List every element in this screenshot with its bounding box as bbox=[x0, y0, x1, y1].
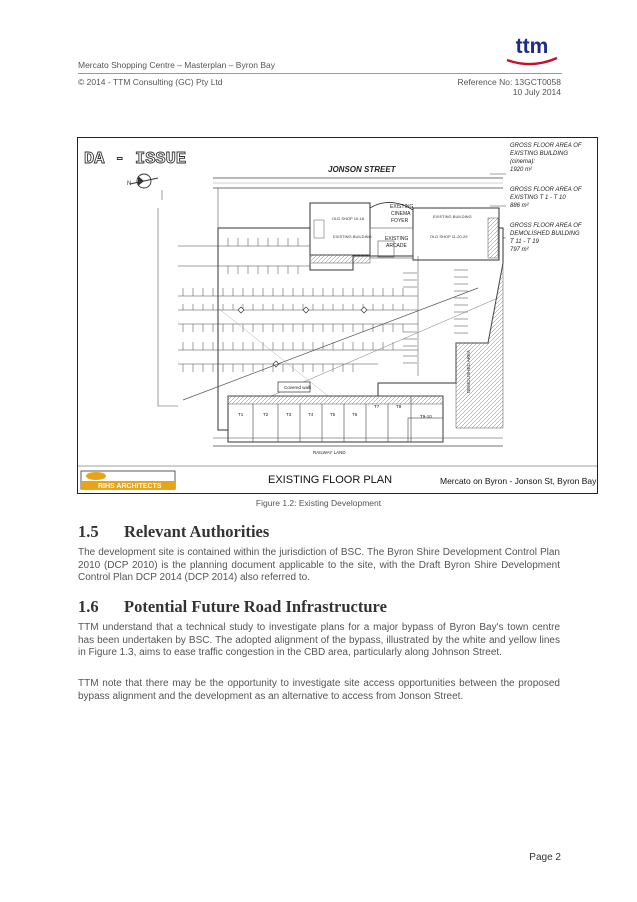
project-title: Mercato on Byron - Jonson St, Byron Bay bbox=[440, 476, 597, 486]
existing-floor-plan-figure: DA - ISSUE N JONSON STREET OLD bbox=[77, 137, 598, 494]
demolished-area-label: DEMOLISHED AREA bbox=[466, 350, 471, 393]
tenancy-3-label: T3 bbox=[286, 412, 292, 417]
arcade-label-1: EXISTING bbox=[385, 236, 408, 242]
paragraph-bypass-study: TTM understand that a technical study to… bbox=[78, 622, 560, 658]
note-3-line-1: GROSS FLOOR AREA OF bbox=[510, 223, 582, 229]
architect-logo: RIHS ARCHITECTS bbox=[80, 470, 176, 490]
logo-swoosh bbox=[506, 56, 558, 66]
note-3-line-3: T 11 - T 19 bbox=[510, 239, 540, 245]
note-1-line-1: GROSS FLOOR AREA OF bbox=[510, 143, 582, 149]
section-heading-1-6: 1.6 Potential Future Road Infrastructure bbox=[78, 597, 387, 617]
old-shop-b-label: OLD SHOP 11-20-29 bbox=[430, 234, 468, 239]
car-park bbox=[178, 238, 468, 376]
note-2-line-2: EXISTING T 1 - T 10 bbox=[510, 195, 566, 201]
svg-text:N: N bbox=[127, 181, 131, 187]
existing-building-group: OLD SHOP 10-18 EXISTING BUILDING EXISTIN… bbox=[309, 202, 500, 264]
tenancy-2-label: T2 bbox=[263, 412, 269, 417]
trees bbox=[237, 306, 368, 368]
section-title: Relevant Authorities bbox=[124, 522, 270, 541]
ttm-logo: ttm bbox=[506, 36, 558, 66]
north-arrow-icon: N bbox=[127, 173, 159, 189]
tenancy-4-label: T4 bbox=[308, 412, 314, 417]
da-issue-stamp: DA - ISSUE bbox=[84, 150, 186, 169]
paragraph-site-access: TTM note that there may be the opportuni… bbox=[78, 678, 560, 702]
figure-caption: Figure 1.2: Existing Development bbox=[255, 498, 382, 508]
reference-number: Reference No: 13GCT0058 bbox=[457, 77, 561, 87]
old-shop-a-label: OLD SHOP 10-18 bbox=[332, 216, 365, 221]
note-1-line-2: EXISTING BUILDING bbox=[510, 151, 568, 157]
gfa-notes: GROSS FLOOR AREA OF EXISTING BUILDING (c… bbox=[510, 143, 582, 253]
covered-walk-label: Covered walk bbox=[284, 385, 312, 390]
tenancy-8-label: T8 bbox=[396, 404, 402, 409]
cinema-label-3: FOYER bbox=[391, 218, 409, 224]
logo-wordmark: ttm bbox=[516, 36, 549, 58]
document-title: Mercato Shopping Centre – Masterplan – B… bbox=[78, 60, 276, 70]
tenancy-6-label: T6 bbox=[352, 412, 358, 417]
paragraph-relevant-authorities: The development site is contained within… bbox=[78, 547, 560, 583]
street-label: JONSON STREET bbox=[328, 165, 397, 174]
page-number: Page 2 bbox=[529, 852, 561, 863]
cinema-label-2: CINEMA bbox=[391, 211, 411, 217]
section-number: 1.5 bbox=[78, 522, 99, 541]
note-2-line-3: 886 m² bbox=[510, 203, 530, 209]
tenancy-9-10-label: T9-10 bbox=[420, 414, 432, 419]
note-2-line-1: GROSS FLOOR AREA OF bbox=[510, 187, 582, 193]
tenancy-5-label: T5 bbox=[330, 412, 336, 417]
architect-name: RIHS ARCHITECTS bbox=[98, 483, 162, 490]
cinema-label-1: EXISTING bbox=[390, 204, 413, 210]
section-heading-1-5: 1.5 Relevant Authorities bbox=[78, 522, 269, 542]
floor-plan-drawing: DA - ISSUE N JONSON STREET OLD bbox=[78, 143, 597, 490]
document-date: 10 July 2014 bbox=[512, 87, 561, 97]
tenancy-7-label: T7 bbox=[374, 404, 380, 409]
note-3-line-4: 797 m² bbox=[510, 247, 530, 253]
existing-building-a-label: EXISTING BUILDING bbox=[333, 234, 372, 239]
plan-title: EXISTING FLOOR PLAN bbox=[268, 474, 392, 486]
existing-tenancies: Covered walk T1 T2 T3 T4 T5 T6 T7 T8 T9-… bbox=[213, 381, 503, 455]
railway-land-label: RAILWAY LAND bbox=[313, 450, 346, 455]
existing-building-b-label: EXISTING BUILDING bbox=[433, 214, 472, 219]
note-1-line-3: (cinema): bbox=[510, 159, 535, 165]
tenancy-1-label: T1 bbox=[238, 412, 244, 417]
arcade-label-2: ARCADE bbox=[386, 243, 408, 249]
note-1-line-4: 1920 m² bbox=[510, 167, 533, 173]
note-3-line-2: DEMOLISHED BUILDING bbox=[510, 231, 580, 237]
header-divider bbox=[78, 73, 562, 74]
copyright-text: © 2014 - TTM Consulting (GC) Pty Ltd bbox=[78, 77, 223, 87]
section-number: 1.6 bbox=[78, 597, 99, 616]
section-title: Potential Future Road Infrastructure bbox=[124, 597, 387, 616]
